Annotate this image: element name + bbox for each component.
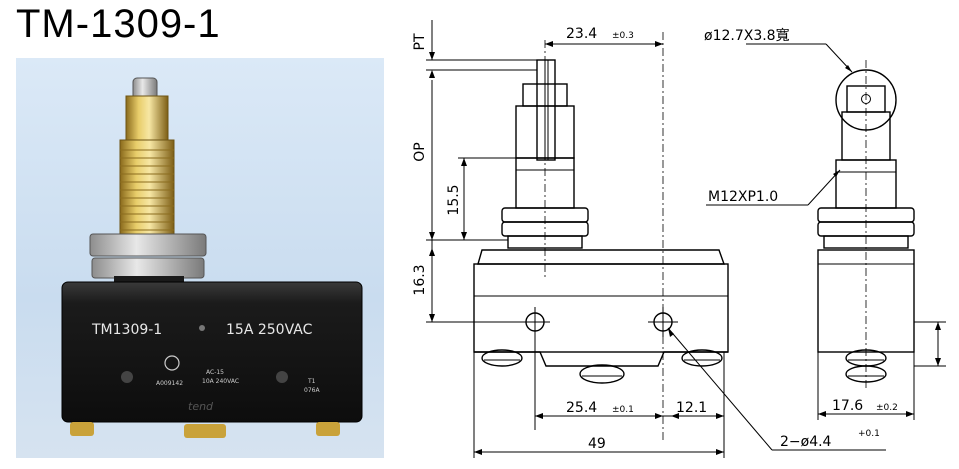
dim-pt-label: PT xyxy=(412,33,428,50)
photo-cert-line-1: AC-15 xyxy=(206,369,224,376)
photo-model-label: TM1309-1 xyxy=(91,322,162,338)
dim-17-6-label: 17.6 xyxy=(832,398,863,414)
dim-op-label: OP xyxy=(412,142,428,161)
photo-cert-line-2: 10A 240VAC xyxy=(202,378,239,385)
product-title: TM-1309-1 xyxy=(16,2,221,46)
dim-25-4-tol: ±0.1 xyxy=(612,405,634,415)
dim-roller-label: ø12.7X3.8寬 xyxy=(704,27,790,44)
photo-cert-code: A009142 xyxy=(156,380,183,387)
photo-t-rating-1: T1 xyxy=(307,378,316,385)
photo-t-rating-2: 076A xyxy=(304,387,320,394)
dim-49-label: 49 xyxy=(588,436,606,452)
dim-holes-label: 2−ø4.4 xyxy=(780,434,832,450)
photo-rating-label: 15A 250VAC xyxy=(226,322,313,338)
dim-thread-label: M12XP1.0 xyxy=(708,189,778,205)
dim-16-3-label: 16.3 xyxy=(412,264,428,295)
dim-15-5-label: 15.5 xyxy=(446,184,462,215)
dim-12-1-label: 12.1 xyxy=(676,400,707,416)
cqc-mark-icon xyxy=(164,355,180,371)
dim-holes-tol: +0.1 xyxy=(858,429,880,439)
switch-photo-illustration: TM1309-1 15A 250VAC A009142 AC-15 10A 24… xyxy=(61,77,363,438)
dim-23-4-label: 23.4 xyxy=(566,26,597,42)
dim-17-6-tol: ±0.2 xyxy=(876,403,898,413)
product-photo: TM1309-1 15A 250VAC A009142 AC-15 10A 24… xyxy=(16,58,384,458)
dim-25-4-label: 25.4 xyxy=(566,400,597,416)
photo-brand: tend xyxy=(188,400,214,413)
dim-23-4-tol: ±0.3 xyxy=(612,31,634,41)
